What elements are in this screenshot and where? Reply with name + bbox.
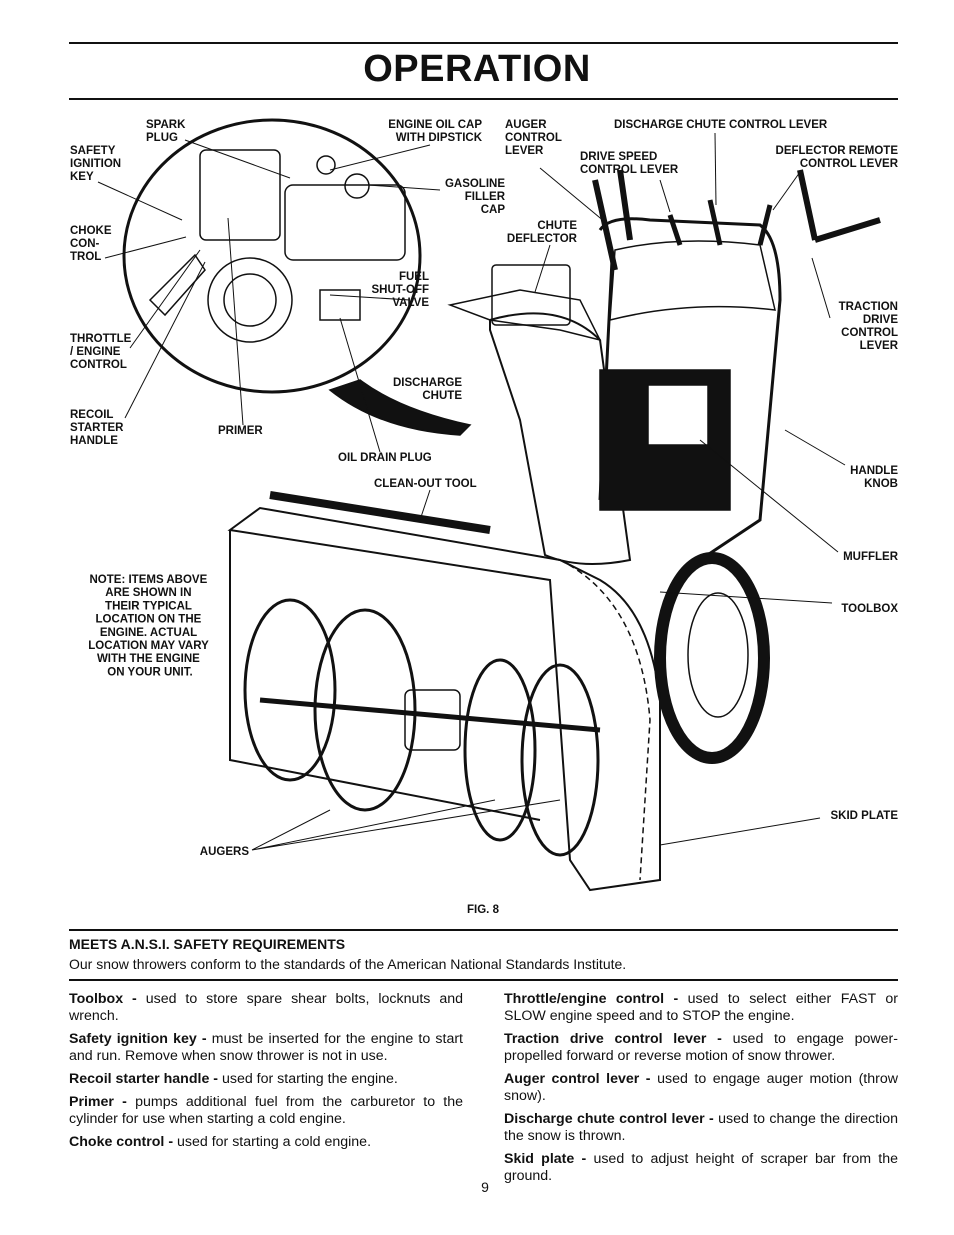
- engine-inset-circle: [122, 118, 422, 394]
- auger-housing: [227, 506, 661, 892]
- definition-skid-plate: Skid plate - used to adjust height of sc…: [504, 1151, 898, 1184]
- definition-discharge-chute-control-lever: Discharge chute control lever - used to …: [504, 1111, 898, 1144]
- label-toolbox: TOOLBOX: [841, 603, 898, 615]
- auger-left-2: [313, 608, 417, 812]
- definition-throttle-engine-control: Throttle/engine control - used to select…: [504, 991, 898, 1024]
- discharge-chute: [489, 312, 632, 565]
- definition-traction-drive-control-lever: Traction drive control lever - used to e…: [504, 1031, 898, 1064]
- figure-caption: FIG. 8: [467, 904, 500, 916]
- definition-primer: Primer - pumps additional fuel from the …: [69, 1094, 464, 1127]
- label-skid-plate: SKID PLATE: [830, 810, 898, 822]
- figure-note: NOTE: ITEMS ABOVE ARE SHOWN IN THEIR TYP…: [88, 574, 212, 678]
- label-oil-drain-plug: OIL DRAIN PLUG: [338, 452, 432, 464]
- page-number: 9: [481, 1179, 489, 1195]
- label-primer: PRIMER: [218, 425, 263, 437]
- definition-safety-ignition-key: Safety ignition key - must be inserted f…: [69, 1031, 463, 1064]
- section-rule-bottom: [69, 979, 898, 981]
- safety-heading: MEETS A.N.S.I. SAFETY REQUIREMENTS: [69, 936, 346, 952]
- auger-right-1: [463, 658, 537, 842]
- label-augers: AUGERS: [200, 846, 250, 858]
- page-title: OPERATION: [363, 48, 591, 90]
- auger-left-1: [243, 598, 337, 782]
- definition-auger-control-lever: Auger control lever - used to engage aug…: [504, 1071, 898, 1104]
- definitions-right-column: Throttle/engine control - used to select…: [504, 991, 898, 1191]
- title-underline: [69, 98, 898, 100]
- auger-right-2: [520, 663, 600, 857]
- label-discharge-chute-control-lever: DISCHARGE CHUTE CONTROL LEVER: [614, 119, 828, 131]
- inset-funnel: [328, 379, 472, 436]
- label-clean-out-tool: CLEAN-OUT TOOL: [374, 478, 477, 490]
- definition-toolbox: Toolbox - used to store spare shear bolt…: [69, 991, 464, 1024]
- label-muffler: MUFFLER: [843, 551, 899, 563]
- safety-text: Our snow throwers conform to the standar…: [69, 956, 627, 972]
- definition-recoil-starter-handle: Recoil starter handle - used for startin…: [69, 1071, 398, 1087]
- wheel: [654, 552, 770, 764]
- definitions-left-column: Toolbox - used to store spare shear bolt…: [69, 991, 463, 1157]
- top-rule: [69, 42, 898, 44]
- section-rule-top: [69, 929, 898, 931]
- definition-choke-control: Choke control - used for starting a cold…: [69, 1134, 372, 1150]
